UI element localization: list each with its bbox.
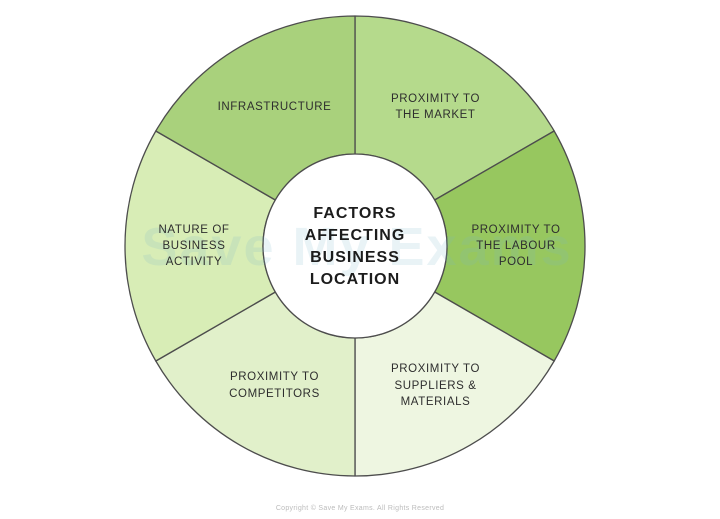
wheel-segments [124, 15, 586, 477]
copyright-text: Copyright © Save My Exams. All Rights Re… [275, 505, 445, 512]
center-circle [262, 153, 448, 339]
